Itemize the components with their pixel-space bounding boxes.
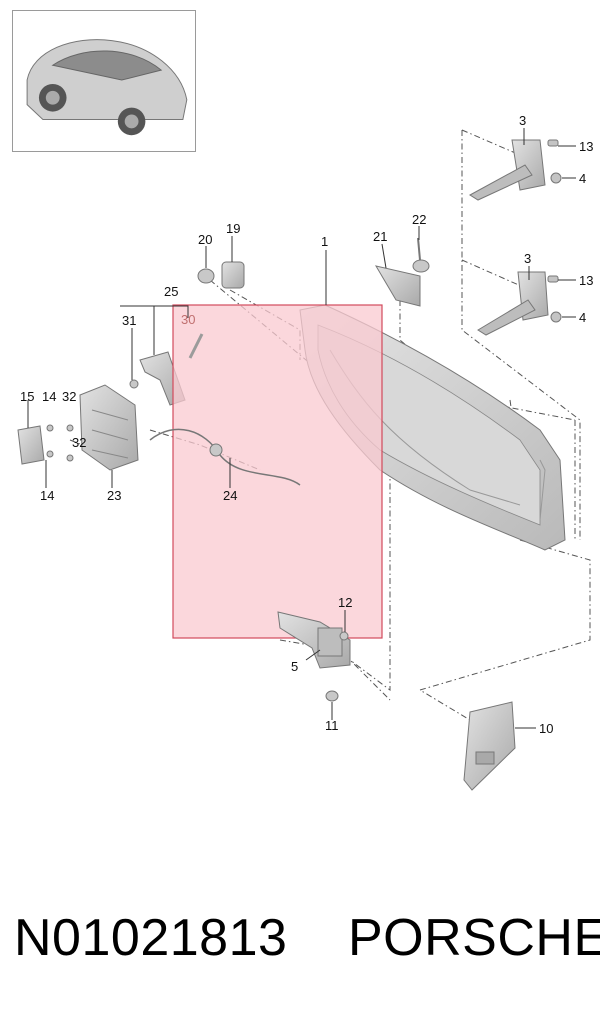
callout-5: 5 bbox=[291, 659, 299, 674]
callout-4-upper: 4 bbox=[579, 171, 587, 186]
brand-name: PORSCHE bbox=[348, 909, 600, 967]
callout-19: 19 bbox=[226, 221, 241, 236]
callout-32-lower: 32 bbox=[72, 435, 87, 450]
callout-21: 21 bbox=[373, 229, 388, 244]
door-lock-part-23 bbox=[79, 384, 139, 471]
cover-part-21 bbox=[374, 265, 421, 307]
door-check-part-5 bbox=[277, 611, 351, 669]
nut-part-11 bbox=[325, 690, 339, 702]
callout-leaders bbox=[27, 128, 576, 729]
screw-part-22 bbox=[412, 237, 430, 273]
callout-11: 11 bbox=[325, 718, 339, 733]
callout-14-upper: 14 bbox=[42, 389, 57, 404]
trim-cover-part-10 bbox=[463, 701, 516, 791]
upper-hinge-part bbox=[469, 139, 546, 201]
callout-3-lower: 3 bbox=[524, 251, 532, 266]
footer: N01021813 PORSCHE bbox=[0, 900, 600, 980]
car-thumbnail bbox=[12, 10, 196, 152]
callout-1: 1 bbox=[321, 234, 329, 249]
callout-4-lower: 4 bbox=[579, 310, 587, 325]
callout-12: 12 bbox=[338, 595, 353, 610]
hinge-fasteners bbox=[547, 139, 562, 323]
part-number: N01021813 bbox=[14, 909, 288, 967]
callout-31: 31 bbox=[122, 313, 137, 328]
callout-14-lower: 14 bbox=[40, 488, 55, 503]
callout-24: 24 bbox=[223, 488, 238, 503]
callout-15: 15 bbox=[20, 389, 35, 404]
callout-3-upper: 3 bbox=[519, 113, 527, 128]
callout-30: 30 bbox=[181, 312, 196, 327]
grommet-part-20 bbox=[197, 268, 215, 284]
callout-10: 10 bbox=[539, 721, 554, 736]
callout-13-lower: 13 bbox=[579, 273, 594, 288]
callout-13-upper: 13 bbox=[579, 139, 594, 154]
callout-20: 20 bbox=[198, 232, 213, 247]
lower-hinge-part bbox=[477, 271, 549, 336]
car-thumbnail-icon bbox=[26, 39, 188, 136]
callout-23: 23 bbox=[107, 488, 122, 503]
small-screws bbox=[46, 424, 74, 462]
callout-32-upper: 32 bbox=[62, 389, 77, 404]
striker-plate-part-15 bbox=[17, 425, 45, 465]
callout-22: 22 bbox=[412, 212, 427, 227]
bolt-part-12 bbox=[339, 631, 349, 641]
highlighted-area bbox=[149, 304, 383, 639]
bracket-part-19 bbox=[221, 261, 245, 289]
callout-25: 25 bbox=[164, 284, 179, 299]
